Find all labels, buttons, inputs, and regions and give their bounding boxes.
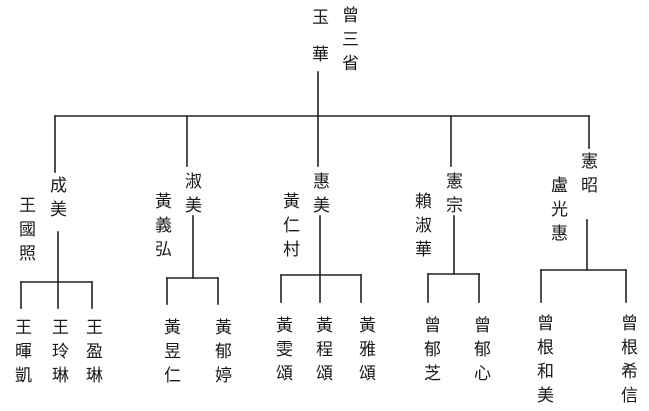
child-1-kid-1: 王暉凱 [11, 318, 31, 390]
child-2-spouse: 黃義弘 [151, 192, 171, 264]
root-husband: 曾三省 [338, 6, 358, 78]
child-5-kid-2: 曾根希信 [617, 314, 637, 410]
child-2-kid-1: 黃昱仁 [160, 318, 180, 390]
child-4-name: 憲宗 [442, 172, 462, 220]
child-5-kid-1: 曾根和美 [533, 314, 553, 410]
child-1-kid-2: 王玲琳 [48, 318, 68, 390]
child-4-kid-2: 曾郁心 [470, 316, 490, 388]
child-3-spouse: 黃仁村 [279, 192, 299, 264]
root-wife: 玉華 [308, 8, 328, 82]
child-4-spouse: 賴淑華 [411, 192, 431, 264]
child-2-kid-2: 黃郁婷 [211, 318, 231, 390]
child-3-kid-3: 黃雅頌 [355, 316, 375, 388]
child-5-spouse: 盧光惠 [547, 176, 567, 248]
child-3-kid-1: 黃雯頌 [272, 316, 292, 388]
child-1-kid-3: 王盈琳 [82, 318, 102, 390]
child-5-name: 憲昭 [577, 152, 597, 200]
child-3-name: 惠美 [309, 172, 329, 220]
child-3-kid-2: 黃程頌 [312, 316, 332, 388]
child-1-spouse: 王國照 [15, 196, 35, 268]
child-4-kid-1: 曾郁芝 [420, 316, 440, 388]
child-2-name: 淑美 [181, 172, 201, 220]
child-1-name: 成美 [46, 176, 66, 224]
